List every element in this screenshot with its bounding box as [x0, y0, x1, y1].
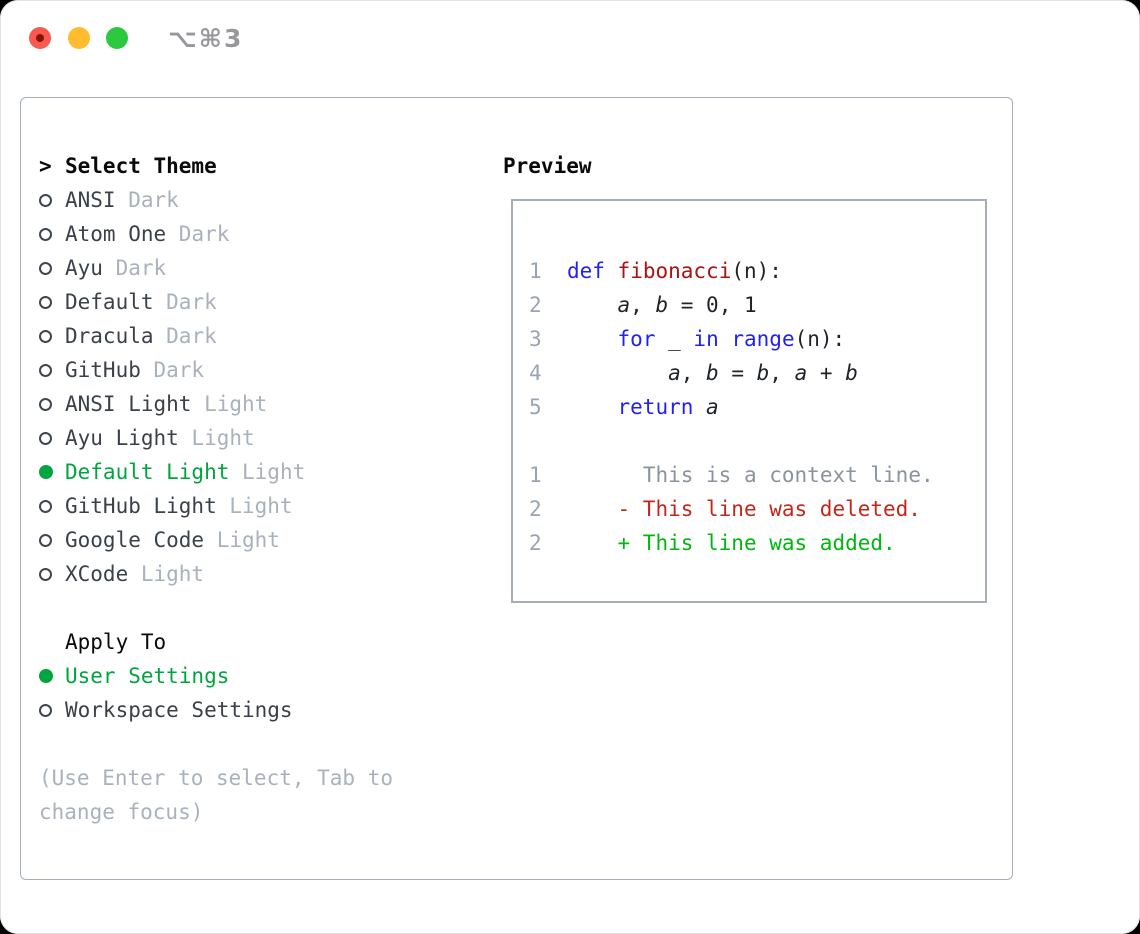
option-label: User Settings — [65, 664, 230, 688]
theme-option-ayu-light[interactable]: Ayu Light Light — [39, 421, 479, 455]
select-theme-header-row: > Select Theme — [39, 149, 479, 183]
theme-option-ayu[interactable]: Ayu Dark — [39, 251, 479, 285]
theme-option-github-light[interactable]: GitHub Light Light — [39, 489, 479, 523]
code-line: 1 def fibonacci(n): — [529, 259, 782, 283]
option-label: GitHub — [65, 358, 141, 382]
option-label: Default Light — [65, 460, 230, 484]
preview-code: 1 def fibonacci(n): 2 a, b = 0, 1 3 for _ … — [529, 254, 934, 560]
theme-option-ansi-light[interactable]: ANSI Light Light — [39, 387, 479, 421]
spacer — [39, 591, 479, 625]
option-variant-label: Light — [128, 562, 205, 586]
close-button[interactable] — [29, 27, 51, 49]
option-label: Default — [65, 290, 154, 314]
minimize-button[interactable] — [68, 27, 90, 49]
theme-option-default[interactable]: Default Dark — [39, 285, 479, 319]
apply-option-user-settings[interactable]: User Settings — [39, 659, 479, 693]
radio-unselected-icon — [39, 431, 52, 445]
theme-option-default-light[interactable]: Default Light Light — [39, 455, 479, 489]
apply-to-header: Apply To — [65, 630, 167, 654]
option-label: Google Code — [65, 528, 205, 552]
option-variant-label: Light — [191, 392, 268, 416]
radio-selected-icon — [39, 465, 53, 479]
code-line: 4 a, b = b, a + b — [529, 361, 858, 385]
radio-unselected-icon — [39, 533, 52, 547]
option-variant-label: Dark — [115, 188, 179, 212]
option-label: Ayu — [65, 256, 103, 280]
keyboard-hint: (Use Enter to select, Tab to change focu… — [39, 766, 394, 824]
radio-unselected-icon — [39, 363, 52, 377]
code-line: 2 a, b = 0, 1 — [529, 293, 757, 317]
theme-option-xcode[interactable]: XCode Light — [39, 557, 479, 591]
option-variant-label: Light — [229, 460, 306, 484]
option-label: ANSI — [65, 188, 116, 212]
radio-unselected-icon — [39, 499, 52, 513]
zoom-button[interactable] — [106, 27, 128, 49]
radio-unselected-icon — [39, 261, 52, 275]
radio-unselected-icon — [39, 227, 52, 241]
radio-unselected-icon — [39, 295, 52, 309]
option-variant-label: Light — [216, 494, 293, 518]
code-line: 3 for _ in range(n): — [529, 327, 846, 351]
radio-selected-icon — [39, 669, 53, 683]
option-variant-label: Light — [204, 528, 280, 552]
option-variant-label: Dark — [140, 358, 205, 382]
apply-to-header-row: Apply To — [39, 625, 479, 659]
theme-option-github[interactable]: GitHub Dark — [39, 353, 479, 387]
theme-option-atom-one[interactable]: Atom One Dark — [39, 217, 479, 251]
option-label: ANSI Light — [65, 392, 192, 416]
option-label: Atom One — [65, 222, 167, 246]
option-label: Workspace Settings — [65, 698, 293, 722]
radio-unselected-icon — [39, 703, 52, 717]
code-line: 2 - This line was deleted. — [529, 497, 921, 521]
code-line: 2 + This line was added. — [529, 531, 896, 555]
option-variant-label: Dark — [153, 290, 217, 314]
spacer — [39, 727, 479, 761]
code-line: 1 This is a context line. — [529, 463, 934, 487]
cursor-prefix: > — [39, 154, 52, 178]
radio-unselected-icon — [39, 397, 52, 411]
option-label: Ayu Light — [65, 426, 179, 450]
select-theme-header: Select Theme — [65, 154, 217, 178]
option-variant-label: Dark — [102, 256, 167, 280]
theme-option-google-code[interactable]: Google Code Light — [39, 523, 479, 557]
code-line — [529, 424, 934, 458]
code-line: 5 return a — [529, 395, 719, 419]
radio-unselected-icon — [39, 193, 52, 207]
apply-option-workspace-settings[interactable]: Workspace Settings — [39, 693, 479, 727]
theme-option-dracula[interactable]: Dracula Dark — [39, 319, 479, 353]
option-label: XCode — [65, 562, 129, 586]
window-title: ⌥⌘3 — [168, 24, 244, 53]
option-label: Dracula — [65, 324, 154, 348]
option-variant-label: Dark — [166, 222, 230, 246]
option-variant-label: Light — [178, 426, 255, 450]
theme-option-ansi[interactable]: ANSI Dark — [39, 183, 479, 217]
radio-unselected-icon — [39, 567, 52, 581]
radio-unselected-icon — [39, 329, 52, 343]
unsaved-changes-dot-icon — [36, 34, 44, 42]
option-variant-label: Dark — [153, 324, 217, 348]
preview-header: Preview — [503, 154, 592, 178]
title-bar: ⌥⌘3 — [0, 0, 1140, 76]
preview-box: 1 def fibonacci(n): 2 a, b = 0, 1 3 for _ … — [511, 199, 987, 603]
option-label: GitHub Light — [65, 494, 217, 518]
